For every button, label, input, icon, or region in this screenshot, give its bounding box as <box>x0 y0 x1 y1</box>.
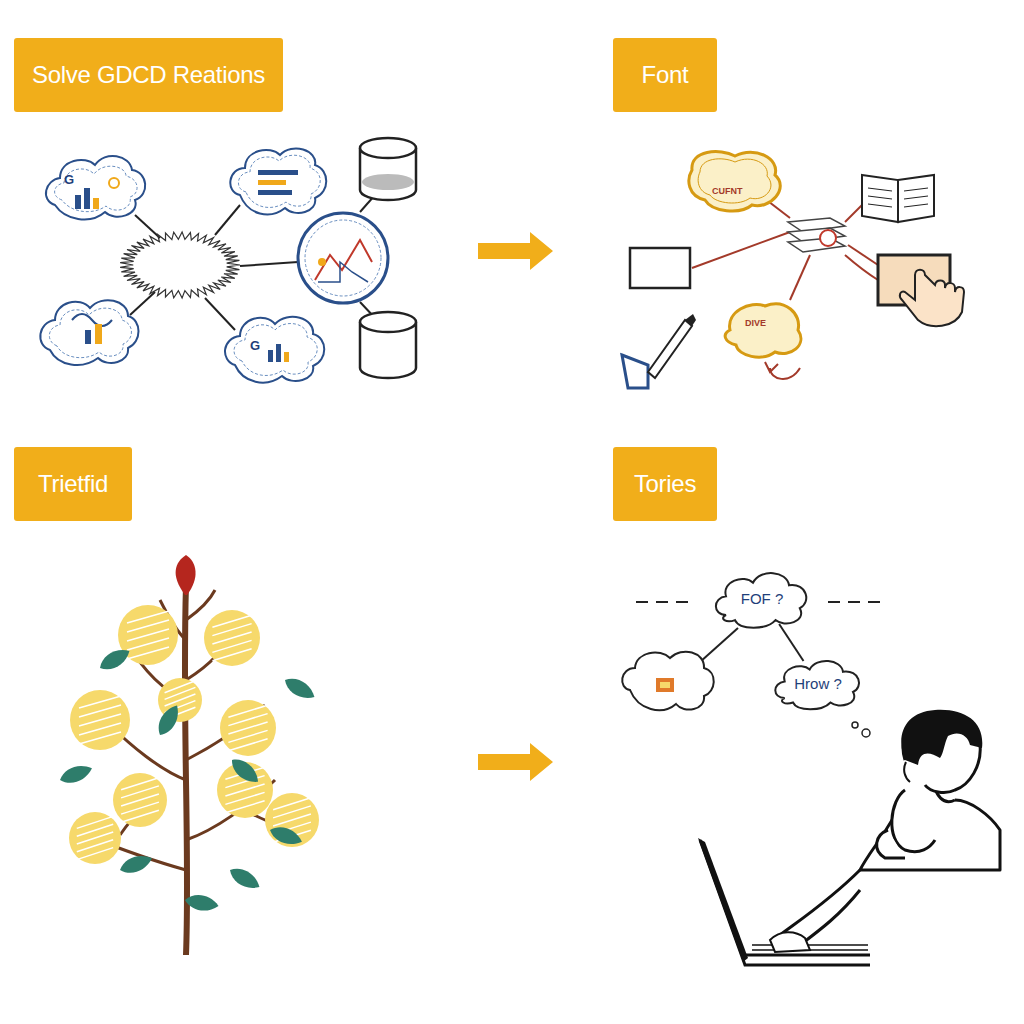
connector-line <box>779 624 803 661</box>
icon-label: G <box>250 338 260 353</box>
section-title: Trietfid <box>38 470 108 498</box>
thought-cloud: FOF ? <box>708 564 816 632</box>
section-title: Solve GDCD Reations <box>32 61 265 89</box>
icon-label: G <box>64 172 74 187</box>
thought-cloud: Hrow ? <box>768 653 868 713</box>
tree-illustration <box>57 555 319 955</box>
section-title: Font <box>642 61 689 89</box>
section-tag: Tories <box>613 447 717 521</box>
icon-label: CUFNT <box>712 186 743 196</box>
section-tag: Font <box>613 38 717 112</box>
hub-scribble <box>120 232 240 298</box>
icon-label: DIVE <box>745 318 766 328</box>
section-tag: Solve GDCD Reations <box>14 38 283 112</box>
cloud-text: Hrow ? <box>794 675 842 692</box>
section-title: Tories <box>634 470 696 498</box>
cloud-text: FOF ? <box>741 590 784 607</box>
section-tag: Trietfid <box>14 447 132 521</box>
